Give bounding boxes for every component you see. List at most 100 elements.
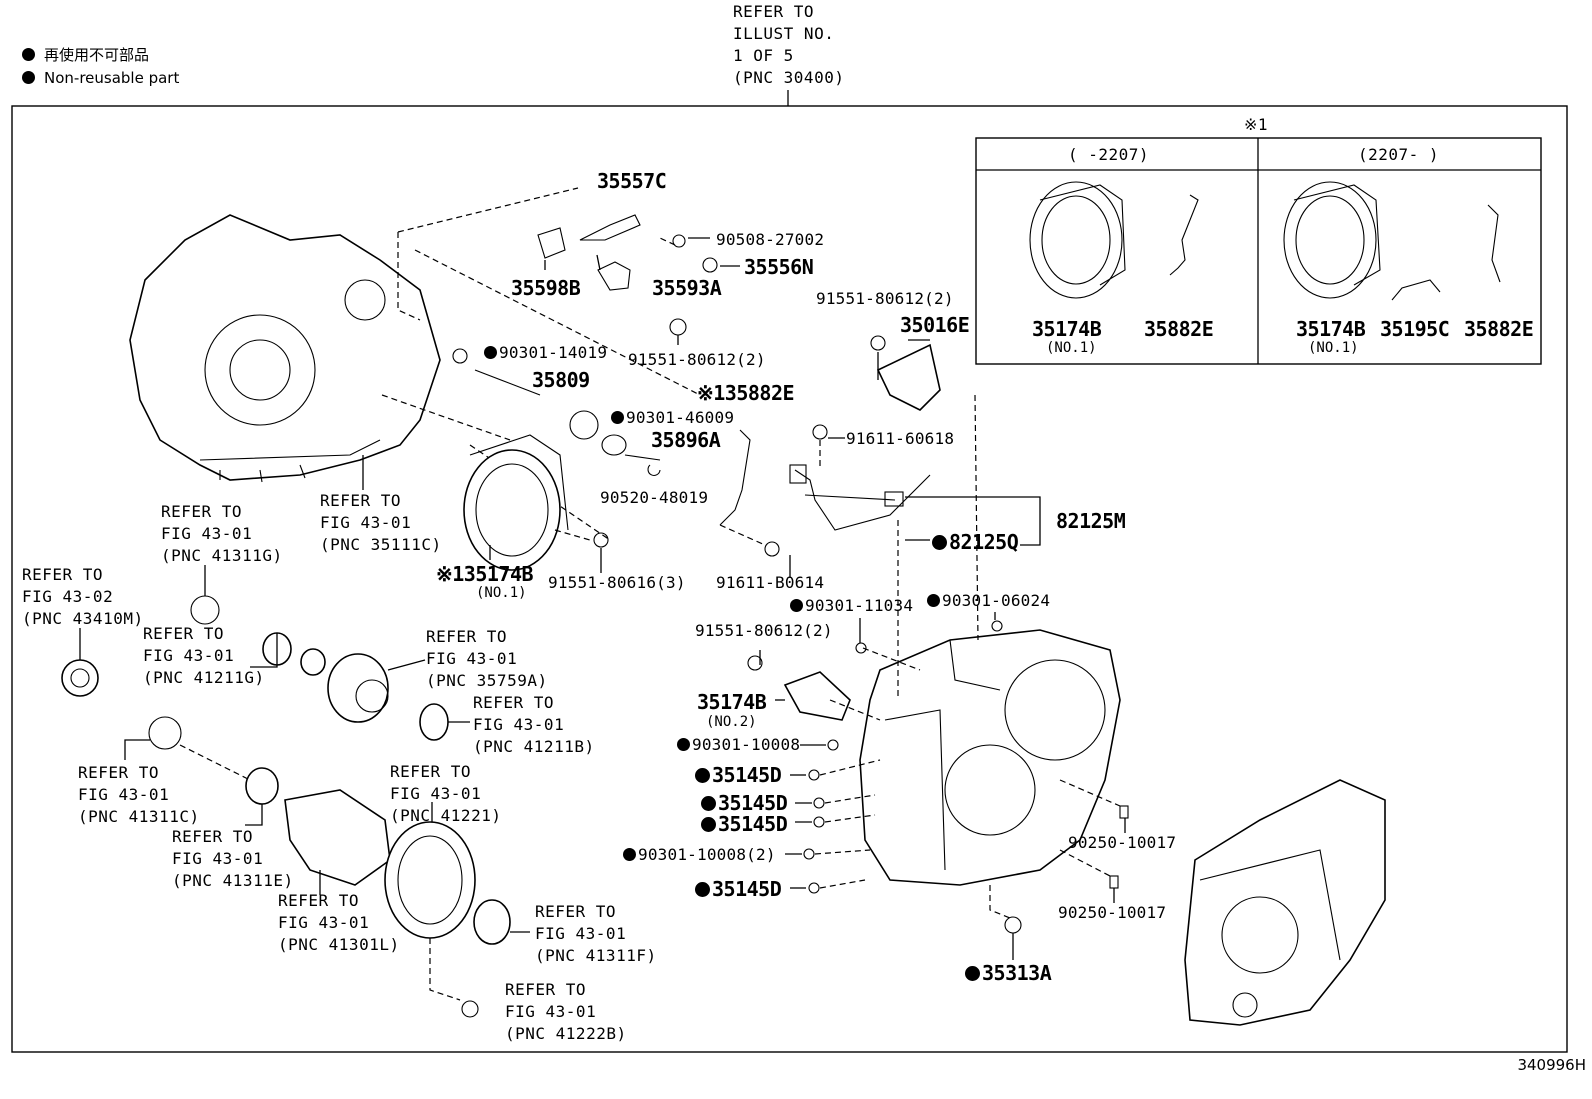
ref-line: FIG 43-01	[143, 646, 235, 665]
ref-line: (PNC 35111C)	[320, 535, 442, 554]
inset-right-part[interactable]: 35174B	[1296, 317, 1366, 341]
wire-harness	[789, 424, 1041, 546]
inset-right-header: (2207- )	[1358, 145, 1440, 164]
refer-41311f[interactable]: REFER TO FIG 43-01 (PNC 41311F)	[535, 901, 657, 967]
part-35174b-no1[interactable]: ※135174B	[436, 562, 534, 586]
refer-41211g[interactable]: REFER TO FIG 43-01 (PNC 41211G)	[143, 623, 265, 689]
refer-35759a[interactable]: REFER TO FIG 43-01 (PNC 35759A)	[426, 626, 548, 692]
inset-left-part[interactable]: 35174B	[1032, 317, 1102, 341]
part-35174b-no2-sub: (NO.2)	[706, 714, 757, 730]
leader-lines	[79, 237, 1126, 1001]
ref-line: REFER TO	[535, 902, 617, 921]
bolt-and-seals	[452, 348, 661, 548]
part-label: 90301-14019	[499, 343, 608, 362]
non-reusable-dot-icon	[22, 48, 35, 61]
part-90250-10017-a[interactable]: 90250-10017	[1068, 833, 1177, 852]
inset-left-sub: (NO.1)	[1046, 340, 1097, 356]
part-90301-10008-2[interactable]: 90301-10008(2)	[623, 845, 776, 864]
part-35593a[interactable]: 35593A	[652, 276, 722, 300]
part-90250-10017-b[interactable]: 90250-10017	[1058, 903, 1167, 922]
part-35145d-3[interactable]: 35145D	[701, 812, 788, 836]
legend-jp: 再使用不可部品	[22, 44, 149, 65]
ref-line: REFER TO	[161, 502, 243, 521]
ref-line: (PNC 41311E)	[172, 871, 294, 890]
part-35556n[interactable]: 35556N	[744, 255, 814, 279]
inset-right-part[interactable]: 35882E	[1464, 317, 1534, 341]
non-reusable-dot-icon	[623, 848, 636, 861]
non-reusable-dot-icon	[701, 796, 716, 811]
ref-line: (PNC 41211B)	[473, 737, 595, 756]
part-91551-80612-a[interactable]: 91551-80612(2)	[628, 350, 766, 369]
part-35145d-1[interactable]: 35145D	[695, 763, 782, 787]
part-35313a[interactable]: 35313A	[965, 961, 1052, 985]
inset-left-part[interactable]: 35882E	[1144, 317, 1214, 341]
part-label: 90301-10008	[692, 735, 801, 754]
ref-line: (PNC 41311G)	[161, 546, 283, 565]
inset-box	[975, 137, 1542, 365]
top-ref-line: REFER TO	[733, 2, 815, 21]
ref-line: REFER TO	[78, 763, 160, 782]
part-35145d-2[interactable]: 35145D	[701, 791, 788, 815]
non-reusable-dot-icon	[695, 882, 710, 897]
ref-line: (PNC 41301L)	[278, 935, 400, 954]
refer-43410m[interactable]: REFER TO FIG 43-02 (PNC 43410M)	[22, 564, 144, 630]
part-90520-48019[interactable]: 90520-48019	[600, 488, 709, 507]
part-91551-80616[interactable]: 91551-80616(3)	[548, 573, 686, 592]
part-35016e[interactable]: 35016E	[900, 313, 970, 337]
part-91551-80612-b[interactable]: 91551-80612(2)	[816, 289, 954, 308]
part-91611-b0614[interactable]: 91611-B0614	[716, 573, 825, 592]
ref-line: FIG 43-01	[535, 924, 627, 943]
illustration-id: 340996H	[1517, 1056, 1586, 1074]
ref-line: (PNC 41311C)	[78, 807, 200, 826]
part-35557c[interactable]: 35557C	[597, 169, 667, 193]
refer-41301l[interactable]: REFER TO FIG 43-01 (PNC 41301L)	[278, 890, 400, 956]
part-82125m[interactable]: 82125M	[1056, 509, 1126, 533]
part-35145d-4[interactable]: 35145D	[695, 877, 782, 901]
part-35809[interactable]: 35809	[532, 368, 590, 392]
part-35896a[interactable]: 35896A	[651, 428, 721, 452]
inset-right-part[interactable]: 35195C	[1380, 317, 1450, 341]
ref-line: FIG 43-01	[426, 649, 518, 668]
part-90301-10008[interactable]: 90301-10008	[677, 735, 800, 754]
top-ref-line: (PNC 30400)	[733, 68, 845, 87]
part-91611-60618[interactable]: 91611-60618	[846, 429, 955, 448]
part-90301-11034[interactable]: 90301-11034	[790, 596, 913, 615]
ref-line: REFER TO	[473, 693, 555, 712]
refer-41222b[interactable]: REFER TO FIG 43-01 (PNC 41222B)	[505, 979, 627, 1045]
refer-41311c[interactable]: REFER TO FIG 43-01 (PNC 41311C)	[78, 762, 200, 828]
part-35598b[interactable]: 35598B	[511, 276, 581, 300]
part-35174b-no2[interactable]: 35174B	[697, 690, 767, 714]
part-82125q[interactable]: 82125Q	[932, 530, 1019, 554]
ref-line: (PNC 41222B)	[505, 1024, 627, 1043]
part-label: 82125Q	[949, 530, 1019, 554]
refer-41211b[interactable]: REFER TO FIG 43-01 (PNC 41211B)	[473, 692, 595, 758]
ref-line: REFER TO	[320, 491, 402, 510]
non-reusable-dot-icon	[790, 599, 803, 612]
refer-41311g[interactable]: REFER TO FIG 43-01 (PNC 41311G)	[161, 501, 283, 567]
part-35882e[interactable]: ※135882E	[697, 381, 795, 405]
ref-line: REFER TO	[390, 762, 472, 781]
part-91551-80612-c[interactable]: 91551-80612(2)	[695, 621, 833, 640]
part-label: 35145D	[712, 763, 782, 787]
ref-line: FIG 43-02	[22, 587, 114, 606]
part-90508-27002[interactable]: 90508-27002	[716, 230, 825, 249]
non-reusable-dot-icon	[611, 411, 624, 424]
transaxle-housing-right	[859, 629, 1121, 886]
non-reusable-dot-icon	[695, 768, 710, 783]
inset-right-sub: (NO.1)	[1308, 340, 1359, 356]
bracket-parts	[537, 214, 718, 336]
refer-35111c[interactable]: REFER TO FIG 43-01 (PNC 35111C)	[320, 490, 442, 556]
legend-en: Non-reusable part	[22, 69, 179, 87]
non-reusable-dot-icon	[927, 594, 940, 607]
part-90301-06024[interactable]: 90301-06024	[927, 591, 1050, 610]
refer-41221[interactable]: REFER TO FIG 43-01 (PNC 41221)	[390, 761, 501, 827]
part-90301-46009[interactable]: 90301-46009	[611, 408, 734, 427]
non-reusable-dot-icon	[965, 966, 980, 981]
ref-line: (PNC 41221)	[390, 806, 502, 825]
refer-41311e[interactable]: REFER TO FIG 43-01 (PNC 41311E)	[172, 826, 294, 892]
ref-line: REFER TO	[172, 827, 254, 846]
ref-line: (PNC 41211G)	[143, 668, 265, 687]
ref-line: REFER TO	[22, 565, 104, 584]
ref-line: REFER TO	[278, 891, 360, 910]
part-90301-14019[interactable]: 90301-14019	[484, 343, 607, 362]
